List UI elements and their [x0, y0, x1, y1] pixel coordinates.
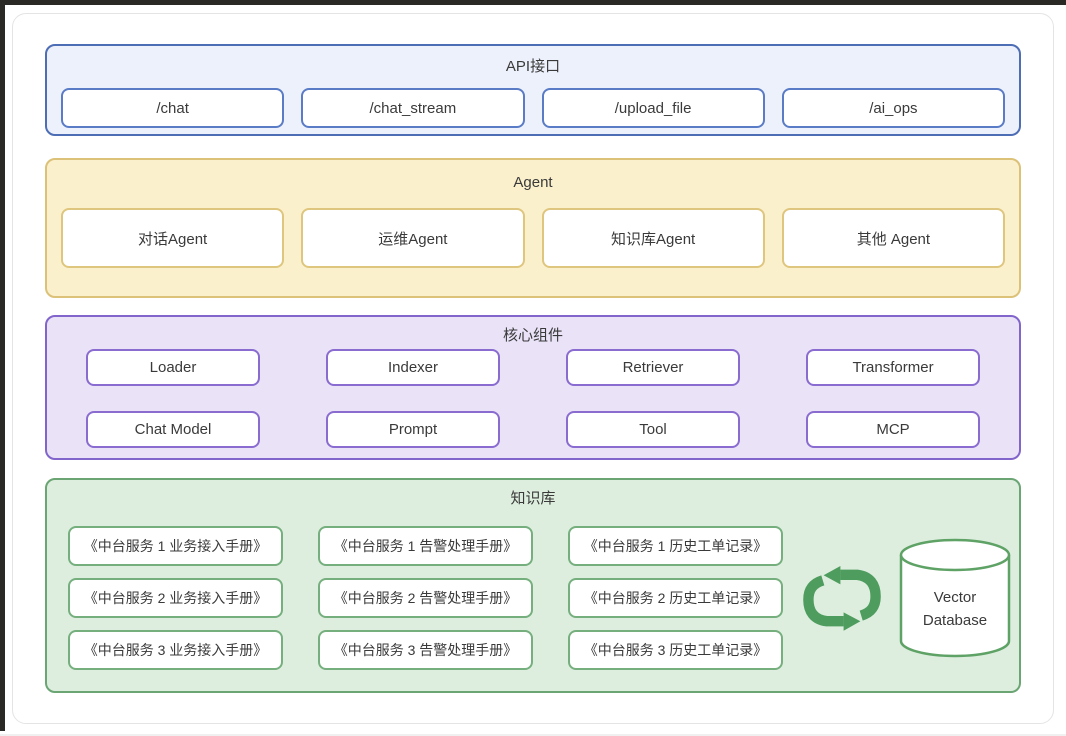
layer-api-title: API接口 — [505, 58, 561, 75]
layer-agent-title: Agent — [513, 174, 553, 191]
vector-database-cylinder: Vector Database — [899, 538, 1011, 658]
node-loader: Loader — [86, 349, 260, 386]
core-row-2: Chat Model Prompt Tool MCP — [47, 411, 1019, 448]
doc-service3-ticket-history: 《中台服务 3 历史工单记录》 — [568, 630, 783, 670]
kb-content-row: 《中台服务 1 业务接入手册》 《中台服务 1 告警处理手册》 《中台服务 1 … — [47, 526, 1019, 670]
layer-knowledge-base: 知识库 《中台服务 1 业务接入手册》 《中台服务 1 告警处理手册》 《中台服… — [45, 478, 1021, 693]
api-endpoints-row: /chat /chat_stream /upload_file /ai_ops — [47, 88, 1019, 128]
node-other-agent: 其他 Agent — [781, 208, 1005, 268]
node-ai-ops-endpoint: /ai_ops — [781, 88, 1005, 128]
layer-core-components: 核心组件 Loader Indexer Retriever Transforme… — [45, 315, 1021, 460]
layer-kb-title: 知识库 — [510, 490, 556, 507]
node-retriever: Retriever — [566, 349, 740, 386]
layer-core-title: 核心组件 — [502, 327, 563, 344]
core-row-1: Loader Indexer Retriever Transformer — [47, 349, 1019, 386]
doc-service1-access-manual: 《中台服务 1 业务接入手册》 — [68, 526, 283, 566]
window-frame-left — [0, 0, 5, 731]
layer-api: API接口 /chat /chat_stream /upload_file /a… — [45, 44, 1021, 136]
node-dialog-agent: 对话Agent — [61, 208, 285, 268]
doc-service1-alert-manual: 《中台服务 1 告警处理手册》 — [318, 526, 533, 566]
architecture-diagram-card: API接口 /chat /chat_stream /upload_file /a… — [12, 13, 1054, 724]
doc-service2-alert-manual: 《中台服务 2 告警处理手册》 — [318, 578, 533, 618]
node-chat-stream-endpoint: /chat_stream — [301, 88, 525, 128]
doc-service2-ticket-history: 《中台服务 2 历史工单记录》 — [568, 578, 783, 618]
node-upload-file-endpoint: /upload_file — [541, 88, 765, 128]
node-tool: Tool — [566, 411, 740, 448]
node-mcp: MCP — [806, 411, 980, 448]
sync-loop-icon — [803, 566, 881, 631]
node-chat-model: Chat Model — [86, 411, 260, 448]
kb-documents-grid: 《中台服务 1 业务接入手册》 《中台服务 1 告警处理手册》 《中台服务 1 … — [68, 526, 783, 670]
doc-service1-ticket-history: 《中台服务 1 历史工单记录》 — [568, 526, 783, 566]
database-icon — [899, 538, 1011, 658]
window-frame-bottom — [0, 734, 1066, 736]
node-transformer: Transformer — [806, 349, 980, 386]
doc-service2-access-manual: 《中台服务 2 业务接入手册》 — [68, 578, 283, 618]
node-prompt: Prompt — [326, 411, 500, 448]
window-frame-top — [0, 0, 1066, 5]
node-chat-endpoint: /chat — [61, 88, 285, 128]
node-indexer: Indexer — [326, 349, 500, 386]
doc-service3-alert-manual: 《中台服务 3 告警处理手册》 — [318, 630, 533, 670]
node-ops-agent: 运维Agent — [301, 208, 525, 268]
doc-service3-access-manual: 《中台服务 3 业务接入手册》 — [68, 630, 283, 670]
agent-row: 对话Agent 运维Agent 知识库Agent 其他 Agent — [47, 208, 1019, 268]
node-knowledge-agent: 知识库Agent — [541, 208, 765, 268]
vector-database-label: Vector Database — [922, 588, 988, 629]
layer-agent: Agent 对话Agent 运维Agent 知识库Agent 其他 Agent — [45, 158, 1021, 298]
